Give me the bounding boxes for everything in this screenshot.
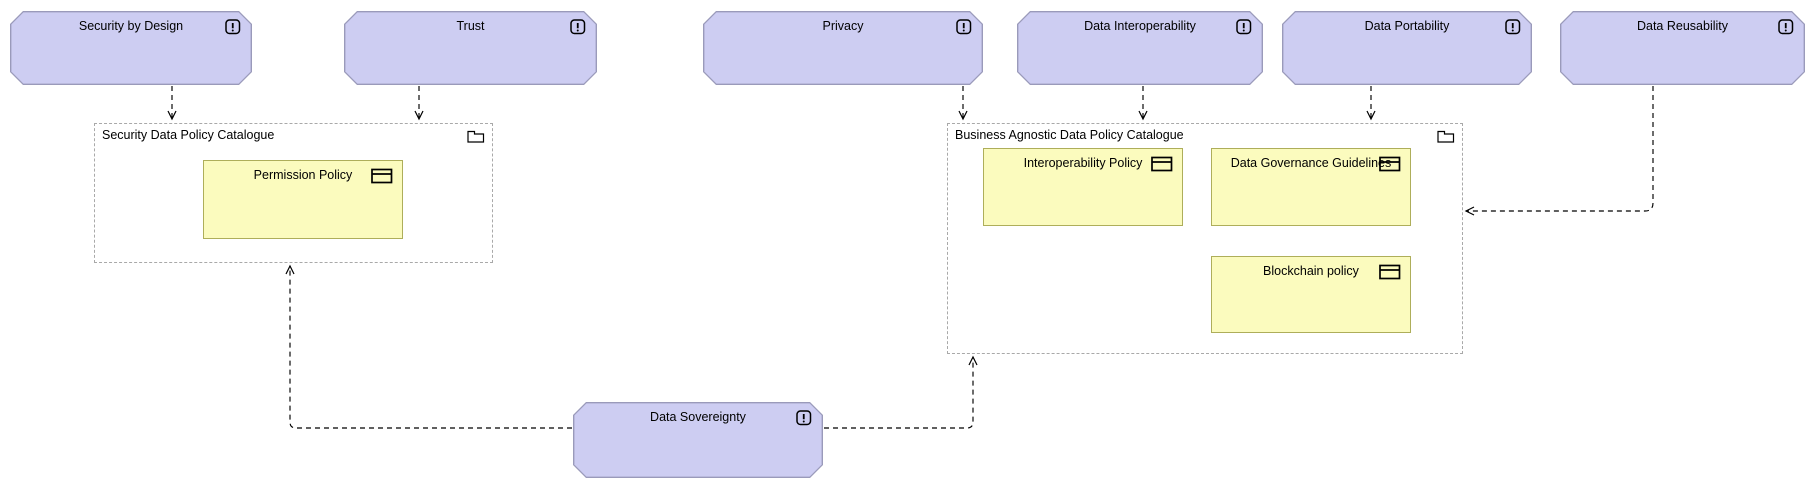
exclamation-principle-icon	[956, 19, 972, 35]
contract-icon	[371, 168, 393, 184]
connection-data-sovereignty-to-business-catalogue[interactable]	[824, 355, 978, 429]
principle-label: Data Sovereignty	[650, 410, 746, 425]
contract-icon	[1151, 156, 1173, 172]
group-business-agnostic-data-policy-catalogue[interactable]: Business Agnostic Data Policy Catalogue …	[947, 123, 1463, 354]
exclamation-principle-icon	[1236, 19, 1252, 35]
principle-data-portability[interactable]: Data Portability	[1282, 11, 1532, 85]
principle-label: Data Reusability	[1636, 19, 1728, 34]
exclamation-principle-icon	[1505, 19, 1521, 35]
policy-label: Blockchain policy	[1263, 264, 1359, 278]
principle-label: Security by Design	[78, 19, 184, 34]
group-title: Security Data Policy Catalogue	[102, 128, 275, 142]
folder-icon	[467, 130, 485, 143]
policy-interoperability-policy[interactable]: Interoperability Policy	[983, 148, 1183, 226]
policy-blockchain-policy[interactable]: Blockchain policy	[1211, 256, 1411, 333]
exclamation-principle-icon	[796, 410, 812, 426]
principle-label: Trust	[456, 19, 485, 34]
exclamation-principle-icon	[570, 19, 586, 35]
exclamation-principle-icon	[225, 19, 241, 35]
principle-data-interoperability[interactable]: Data Interoperability	[1017, 11, 1263, 85]
principle-trust[interactable]: Trust	[344, 11, 597, 85]
policy-label: Data Governance Guidelines	[1230, 156, 1392, 170]
folder-icon	[1437, 130, 1455, 143]
principle-security-by-design[interactable]: Security by Design	[10, 11, 252, 85]
exclamation-principle-icon	[1778, 19, 1794, 35]
principle-label: Privacy	[822, 19, 864, 34]
policy-permission-policy[interactable]: Permission Policy	[203, 160, 403, 239]
contract-icon	[1379, 156, 1401, 172]
contract-icon	[1379, 264, 1401, 280]
policy-label: Permission Policy	[253, 168, 353, 182]
group-security-data-policy-catalogue[interactable]: Security Data Policy Catalogue Permissio…	[94, 123, 493, 263]
principle-label: Data Portability	[1364, 19, 1450, 34]
principle-label: Data Interoperability	[1084, 19, 1196, 34]
principle-data-reusability[interactable]: Data Reusability	[1560, 11, 1805, 85]
principle-data-sovereignty[interactable]: Data Sovereignty	[573, 402, 823, 478]
connection-data-reusability-to-business-catalogue[interactable]	[1464, 86, 1654, 216]
policy-label: Interoperability Policy	[1023, 156, 1143, 170]
policy-data-governance-guidelines[interactable]: Data Governance Guidelines	[1211, 148, 1411, 226]
group-title: Business Agnostic Data Policy Catalogue	[955, 128, 1184, 142]
connection-data-sovereignty-to-security-catalogue[interactable]	[285, 264, 572, 429]
principle-privacy[interactable]: Privacy	[703, 11, 983, 85]
